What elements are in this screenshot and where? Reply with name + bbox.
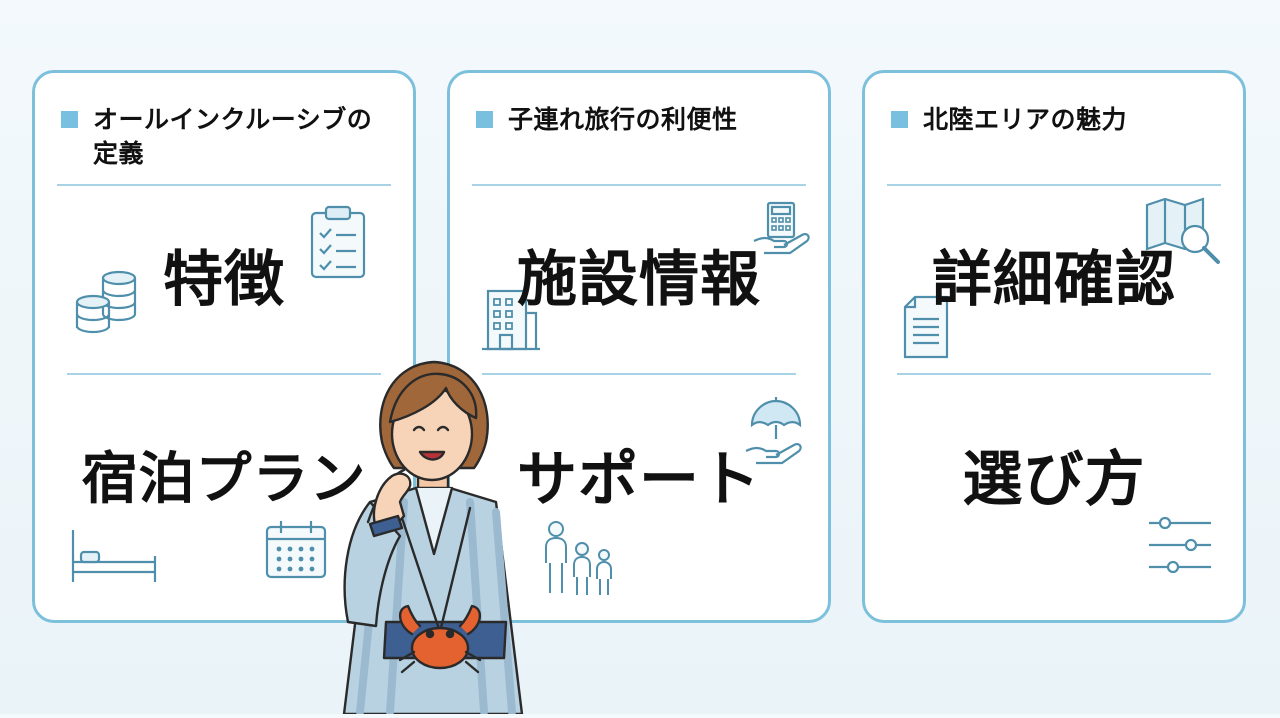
calendar-icon xyxy=(263,519,329,581)
sliders-icon xyxy=(1147,513,1213,575)
plan-label: 宿泊プラン xyxy=(81,447,367,512)
card-family-travel: 子連れ旅行の利便性 施設情報 サポート xyxy=(447,70,831,623)
card-heading-text: オールインクルーシブの定義 xyxy=(93,105,373,168)
heading-marker-icon xyxy=(891,111,908,128)
how-to-choose-label: 選び方 xyxy=(962,445,1146,515)
bed-icon xyxy=(69,528,159,584)
card-all-inclusive: オールインクルーシブの定義 特徴 宿泊プラン xyxy=(32,70,416,623)
umbrella-hand-icon xyxy=(744,395,808,467)
facility-info-label: 施設情報 xyxy=(517,245,761,315)
document-icon xyxy=(901,295,951,359)
map-search-icon xyxy=(1145,197,1223,271)
card-hokuriku: 北陸エリアの魅力 詳細確認 選び方 xyxy=(862,70,1246,623)
divider xyxy=(887,184,1221,186)
card-heading: 子連れ旅行の利便性 xyxy=(476,103,808,137)
hand-calculator-icon xyxy=(752,201,814,257)
feature-label: 特徴 xyxy=(163,245,285,315)
heading-marker-icon xyxy=(61,111,78,128)
card-heading: オールインクルーシブの定義 xyxy=(61,103,393,171)
support-label: サポート xyxy=(517,445,761,515)
divider xyxy=(57,184,391,186)
divider xyxy=(482,373,796,375)
divider xyxy=(472,184,806,186)
coins-icon xyxy=(73,266,139,338)
family-icon xyxy=(540,519,622,601)
detail-check-label: 詳細確認 xyxy=(932,245,1176,315)
heading-marker-icon xyxy=(476,111,493,128)
card-heading: 北陸エリアの魅力 xyxy=(891,103,1223,137)
card-heading-text: 子連れ旅行の利便性 xyxy=(508,105,738,134)
divider xyxy=(897,373,1211,375)
divider xyxy=(67,373,381,375)
building-icon xyxy=(480,287,542,353)
checklist-icon xyxy=(308,205,368,279)
card-heading-text: 北陸エリアの魅力 xyxy=(923,105,1128,134)
woman-yukata-crab-icon xyxy=(320,352,540,718)
